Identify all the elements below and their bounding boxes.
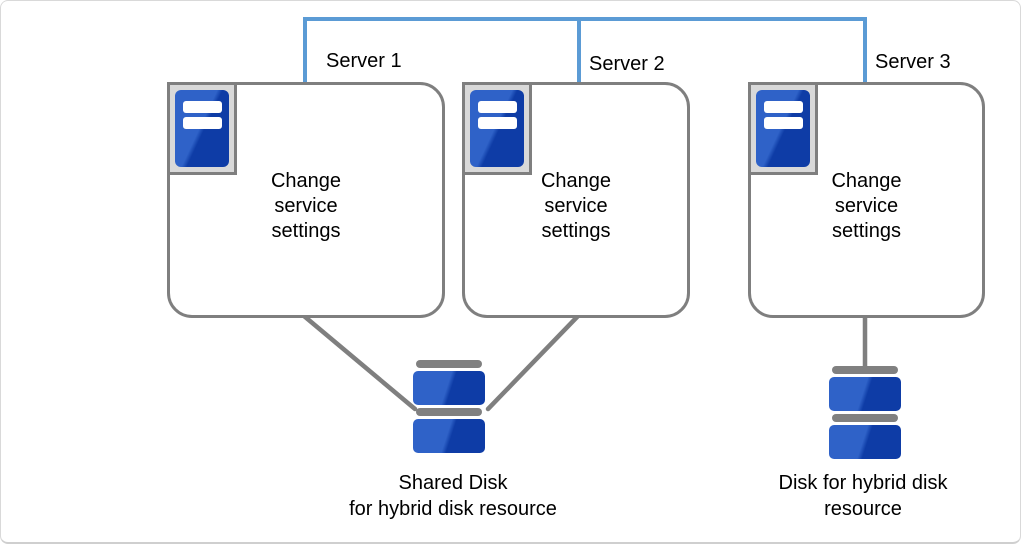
server-slot-icon [478,101,517,113]
server2-icon-frame [462,82,532,175]
shared-disk-label: Shared Disk for hybrid disk resource [349,472,557,520]
disk-platter-bar [832,414,898,422]
disk-unit [413,371,485,405]
hybrid-disk-label: Disk for hybrid disk resource [778,472,948,520]
server3-action-text: Change service settings [831,169,902,242]
server3-label: Server 3 [875,51,951,73]
server2-action-text: Change service settings [540,169,612,242]
server1-icon-frame [167,82,237,175]
server-slot-icon [183,101,222,113]
shared-disk-icon [413,360,485,456]
disk-unit [829,377,901,411]
server-slot-icon [183,117,222,129]
server-tower-icon [175,90,229,167]
server2-box: Change service settings [462,82,690,318]
server1-box: Change service settings [167,82,445,318]
server-slot-icon [764,101,803,113]
disk-platter-bar [416,360,482,368]
disk-platter-bar [416,408,482,416]
server-slot-icon [478,117,517,129]
server1-action-text: Change service settings [270,169,342,242]
server-tower-icon [470,90,524,167]
disk-unit [829,425,901,459]
server2-shared-disk-connector-line [485,313,581,412]
server3-icon-frame [748,82,818,175]
hybrid-disk-icon [829,366,901,462]
server1-label: Server 1 [326,50,402,72]
server-slot-icon [764,117,803,129]
server1-shared-disk-connector-line [301,313,418,412]
server2-label: Server 2 [589,53,665,75]
disk-unit [413,419,485,453]
disk-platter-bar [832,366,898,374]
server-tower-icon [756,90,810,167]
server3-box: Change service settings [748,82,985,318]
